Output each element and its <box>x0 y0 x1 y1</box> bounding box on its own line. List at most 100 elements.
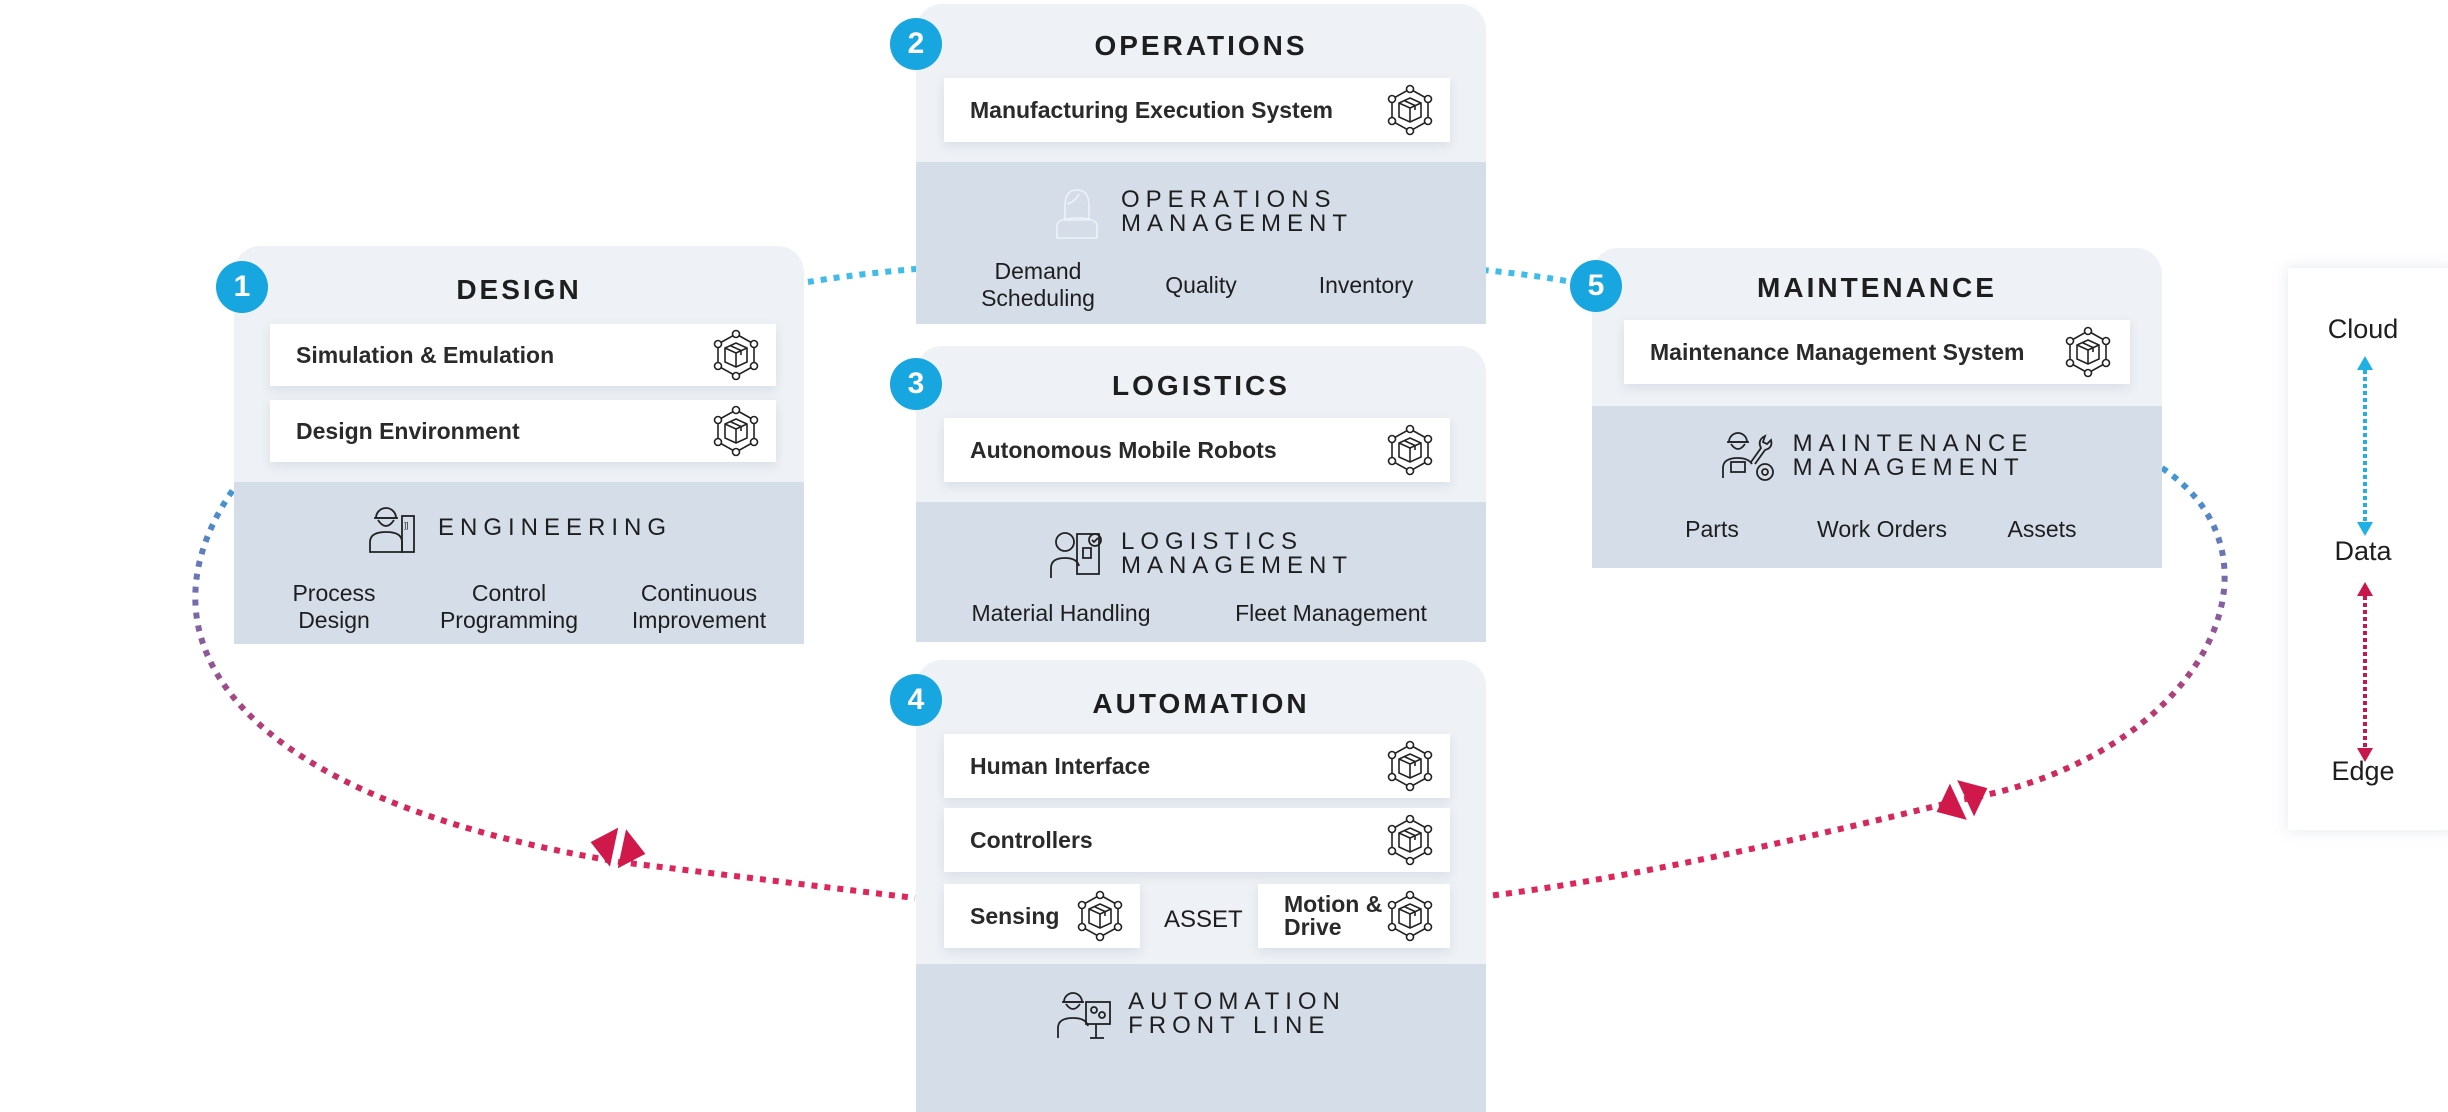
stage-number-badge: 5 <box>1570 260 1622 312</box>
system-card[interactable]: Design Environment <box>270 400 776 462</box>
system-card[interactable]: Maintenance Management System <box>1624 320 2130 384</box>
system-label: Autonomous Mobile Robots <box>970 436 1277 463</box>
role-function: Work Orders <box>1802 516 1962 543</box>
role-function: Demand Scheduling <box>968 258 1108 312</box>
role-function: Assets <box>1992 516 2092 543</box>
stage-title: DESIGN <box>456 274 582 305</box>
legend-data-label: Data <box>2334 536 2392 566</box>
stage-title: LOGISTICS <box>1112 370 1290 401</box>
connected-package-icon <box>2065 326 2111 378</box>
legend-panel: Cloud Data Edge <box>2288 268 2448 830</box>
stage-number-badge: 1 <box>216 261 268 313</box>
system-card[interactable]: Human Interface <box>944 734 1450 798</box>
data-edge-arrow <box>2357 582 2373 762</box>
connected-package-icon <box>1387 890 1433 942</box>
stage-number-badge: 2 <box>890 18 942 70</box>
function-line: Programming <box>439 607 579 633</box>
function-line: Design <box>298 607 370 633</box>
system-card[interactable]: Autonomous Mobile Robots <box>944 418 1450 482</box>
system-label: Simulation & Emulation <box>296 341 555 368</box>
stage-automation: AUTOMATION Human Interface Controllers S… <box>916 660 1486 1112</box>
function-line: Control <box>471 580 547 606</box>
connected-package-icon <box>713 329 759 381</box>
role-function: Control Programming <box>434 580 584 634</box>
legend-cloud-label: Cloud <box>2327 314 2399 344</box>
stage-title: OPERATIONS <box>1094 30 1308 61</box>
role-function: Quality <box>1146 272 1256 299</box>
role-title-line: MANAGEMENT <box>1120 552 1353 579</box>
role-panel-logistics-management: LOGISTICS MANAGEMENT Material Handling F… <box>916 502 1486 642</box>
connected-package-icon <box>1387 814 1433 866</box>
function-line: Work Orders <box>1817 516 1947 542</box>
role-title-line: MANAGEMENT <box>1792 454 2025 481</box>
role-title: LOGISTICS MANAGEMENT <box>1121 530 1353 578</box>
role-panel-automation-front-line: AUTOMATION FRONT LINE <box>916 964 1486 1112</box>
system-label: Maintenance Management System <box>1650 338 2025 365</box>
connected-package-icon <box>1387 84 1433 136</box>
maintenance-technician-icon <box>1721 432 1774 481</box>
function-line: Demand <box>994 258 1082 284</box>
connected-package-icon <box>713 405 759 457</box>
connected-package-icon <box>1387 740 1433 792</box>
role-title: AUTOMATION FRONT LINE <box>1128 990 1346 1038</box>
function-line: Process <box>292 580 376 606</box>
system-card[interactable]: Manufacturing Execution System <box>944 78 1450 142</box>
stage-title: AUTOMATION <box>1092 688 1310 719</box>
system-label: Sensing <box>970 902 1060 929</box>
function-line: Improvement <box>631 607 767 633</box>
role-title-line: FRONT LINE <box>1128 1012 1331 1039</box>
role-title-line: MAINTENANCE <box>1792 430 2034 457</box>
role-function: Fleet Management <box>1216 600 1446 627</box>
stage-title: MAINTENANCE <box>1757 272 1997 303</box>
stage-design: DESIGN Simulation & Emulation Design Env… <box>234 246 804 644</box>
system-label: Motion & Drive <box>1284 891 1383 940</box>
stage-logistics: LOGISTICS Autonomous Mobile Robots LOGIS… <box>916 346 1486 642</box>
engineer-icon: ]] <box>369 507 415 553</box>
system-card[interactable]: Controllers <box>944 808 1450 872</box>
automation-operator-icon <box>1057 992 1112 1039</box>
connected-package-icon <box>1387 424 1433 476</box>
role-title-line: AUTOMATION <box>1128 988 1346 1015</box>
system-card[interactable]: Simulation & Emulation <box>270 324 776 386</box>
cloud-data-arrow <box>2357 356 2373 536</box>
system-card[interactable]: Sensing <box>944 884 1140 948</box>
connected-package-icon <box>1077 890 1123 942</box>
operations-manager-icon <box>1056 189 1098 239</box>
system-label: Manufacturing Execution System <box>970 96 1333 123</box>
role-panel-operations-management: OPERATIONS MANAGEMENT Demand Scheduling … <box>916 162 1486 324</box>
bidirectional-arrow-left <box>590 827 646 869</box>
asset-label: ASSET <box>1164 906 1243 933</box>
function-line: Inventory <box>1318 272 1414 298</box>
role-title: OPERATIONS MANAGEMENT <box>1121 188 1353 236</box>
system-card[interactable]: Motion & Drive <box>1258 884 1450 948</box>
function-line: Fleet Management <box>1235 600 1427 626</box>
system-label: Human Interface <box>970 752 1151 779</box>
function-line: Material Handling <box>971 600 1151 626</box>
function-line: Scheduling <box>981 285 1095 311</box>
role-function: Parts <box>1662 516 1762 543</box>
role-panel-maintenance-management: MAINTENANCE MANAGEMENT Parts Work Orders… <box>1592 406 2162 568</box>
role-function: Inventory <box>1296 272 1436 299</box>
role-function: Continuous Improvement <box>619 580 779 634</box>
role-title: ENGINEERING <box>437 514 673 541</box>
role-function: Material Handling <box>956 600 1166 627</box>
function-line: Quality <box>1165 272 1237 298</box>
function-line: Parts <box>1685 516 1739 542</box>
function-line: Assets <box>2007 516 2077 542</box>
bidirectional-arrow-right <box>1936 780 1988 820</box>
role-title-line: MANAGEMENT <box>1120 210 1353 237</box>
legend-edge-label: Edge <box>2331 756 2395 786</box>
role-panel-engineering: ]] ENGINEERING Process Design Control Pr… <box>234 482 804 644</box>
stage-operations: OPERATIONS Manufacturing Execution Syste… <box>916 4 1486 324</box>
function-line: Continuous <box>640 580 758 606</box>
system-label: Controllers <box>970 826 1093 853</box>
role-title-line: LOGISTICS <box>1120 528 1304 555</box>
system-label: Design Environment <box>296 417 520 444</box>
role-title-line: OPERATIONS <box>1120 186 1337 213</box>
svg-text:]]: ]] <box>404 521 408 530</box>
role-function: Process Design <box>274 580 394 634</box>
stage-maintenance: MAINTENANCE Maintenance Management Syste… <box>1592 248 2162 568</box>
role-title: MAINTENANCE MANAGEMENT <box>1793 432 2034 480</box>
logistics-manager-icon <box>1050 532 1102 578</box>
stage-number-badge: 4 <box>890 674 942 726</box>
